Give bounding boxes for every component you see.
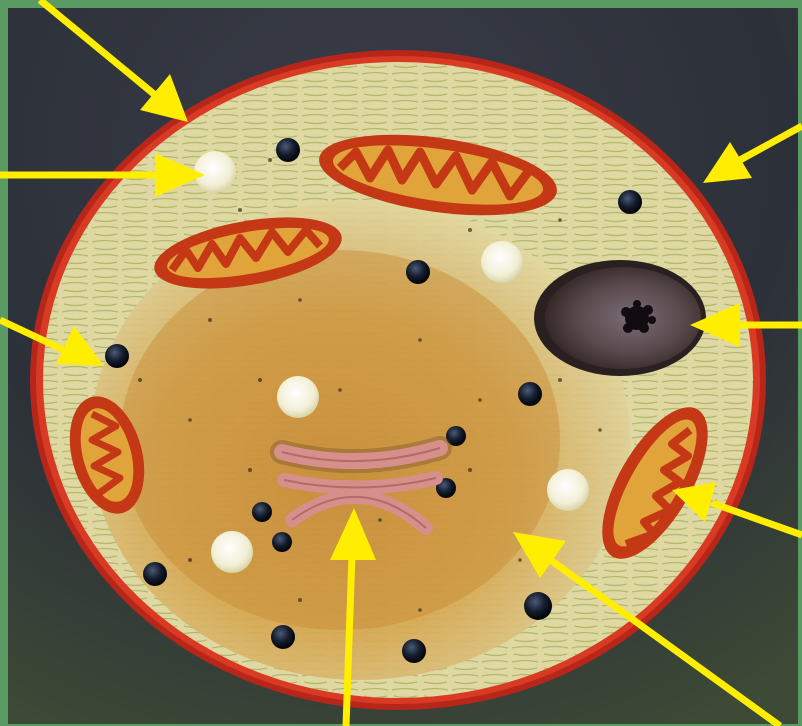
nucleus <box>534 260 706 376</box>
